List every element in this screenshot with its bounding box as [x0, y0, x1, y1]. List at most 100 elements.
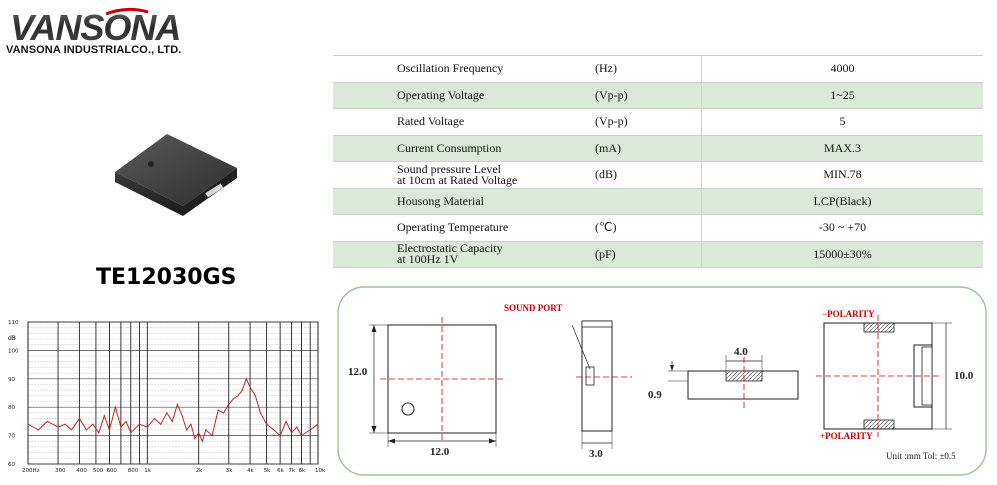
- spec-row: Current Consumption (mA) MAX.3: [333, 134, 983, 162]
- chart-x-tick-label: 400: [76, 468, 87, 474]
- chart-point: [317, 423, 319, 425]
- chart-point: [211, 435, 213, 437]
- spec-row: Electrostatic Capacity at 100Hz 1V (pF) …: [333, 240, 983, 268]
- chart-point: [57, 426, 59, 428]
- spec-row: Operating Voltage (Vp-p) 1~25: [333, 81, 983, 109]
- chart-x-tick-label: 3k: [226, 468, 233, 474]
- spec-name: Operating Temperature: [333, 214, 595, 241]
- chart-point: [285, 420, 287, 422]
- logo-svg: VANSONA: [10, 7, 181, 46]
- spec-unit: (dB): [595, 161, 702, 188]
- spec-unit: (pF): [595, 240, 702, 268]
- chart-point: [166, 412, 168, 414]
- chart-point: [259, 412, 261, 414]
- chart-point: [114, 406, 116, 408]
- dim-width: 12.0: [430, 446, 450, 458]
- spec-name: Housong Material: [333, 187, 595, 215]
- logo-swoosh: [105, 7, 149, 16]
- chart-x-tick-label: 1k: [144, 468, 151, 474]
- chart-point: [160, 423, 162, 425]
- spec-unit: (℃): [595, 214, 702, 241]
- chart-point: [108, 429, 110, 431]
- chart-point: [176, 403, 178, 405]
- chart-point: [125, 420, 127, 422]
- chart-point: [171, 420, 173, 422]
- spec-name: Operating Voltage: [333, 81, 595, 109]
- chart-x-tick-label: 7k: [289, 468, 296, 474]
- chart-point: [232, 398, 235, 400]
- chart-x-tick-label: 200Hz: [22, 468, 40, 474]
- chart-ylabel: dB: [8, 335, 16, 342]
- company-logo: VANSONA: [8, 6, 198, 62]
- spec-name: Oscillation Frequency: [333, 55, 595, 82]
- spec-value: LCP(Black): [701, 187, 983, 215]
- spec-name: Electrostatic Capacity at 100Hz 1V: [333, 240, 595, 268]
- chart-point: [78, 418, 80, 420]
- dim-port-width: 4.0: [734, 346, 748, 358]
- spec-row: Oscillation Frequency (Hz) 4000: [333, 55, 983, 82]
- chart-point: [186, 429, 188, 431]
- spec-unit: (Hz): [595, 55, 702, 82]
- sound-hole-marker: [401, 402, 415, 416]
- top-view: 12.0 12.0: [348, 317, 504, 458]
- chart-point: [249, 386, 251, 388]
- chart-point: [205, 429, 207, 431]
- chart-point: [245, 378, 247, 380]
- spec-value: 5: [701, 108, 983, 135]
- chart-point: [237, 395, 239, 397]
- chart-point: [146, 426, 148, 428]
- neg-polarity-label: −POLARITY: [822, 309, 875, 319]
- chart-point: [217, 409, 219, 411]
- chart-point: [296, 426, 298, 428]
- chart-point: [190, 423, 192, 425]
- chart-point: [201, 440, 203, 442]
- chart-point: [181, 415, 183, 417]
- chart-point: [254, 395, 256, 397]
- spec-value: -30 ~ +70: [701, 214, 983, 241]
- dim-right-height: 10.0: [954, 370, 974, 382]
- chart-point: [120, 426, 122, 428]
- chart-point: [103, 415, 105, 417]
- chart-point: [92, 423, 94, 425]
- chart-point: [71, 429, 73, 431]
- sound-port-label: SOUND PORT: [504, 303, 562, 313]
- tolerance-note: Unit :mm Tol: ±0.5: [886, 451, 956, 461]
- dim-depth: 3.0: [589, 448, 603, 460]
- chart-x-tick-label: 8k: [298, 468, 305, 474]
- spec-value: 1~25: [701, 81, 983, 109]
- spec-unit: (Vp-p): [595, 81, 702, 109]
- logo-text: VANSONA: [10, 7, 180, 46]
- spec-table: Oscillation Frequency (Hz) 4000 Operatin…: [333, 55, 983, 268]
- chart-point: [291, 432, 293, 434]
- chart-point: [153, 418, 155, 420]
- spec-unit: (Vp-p): [595, 108, 702, 135]
- chart-point: [138, 423, 141, 425]
- front-view: 4.0 0.9: [648, 346, 799, 409]
- chart-point: [46, 420, 49, 422]
- chart-point: [266, 423, 268, 425]
- chart-x-tick-label: 10k: [315, 468, 325, 474]
- chart-frame: [27, 321, 319, 465]
- dim-height: 12.0: [348, 366, 368, 378]
- chart-x-tick-label: 300: [55, 468, 66, 474]
- product-photo: [115, 134, 237, 216]
- chart-points: [27, 378, 319, 442]
- model-number: TE12030GS: [96, 265, 237, 290]
- spec-value: MAX.3: [701, 134, 983, 162]
- chart-x-tick-label: 800: [128, 468, 139, 474]
- chart-y-tick-label: 90: [8, 377, 15, 383]
- spec-unit: (mA): [595, 134, 702, 162]
- chart-point: [130, 432, 132, 434]
- chart-point: [223, 412, 225, 414]
- chart-x-tick-label: 500: [93, 468, 104, 474]
- bottom-view: 10.0 −POLARITY +POLARITY: [816, 309, 974, 441]
- spec-name: Current Consumption: [333, 134, 595, 162]
- chart-point: [85, 429, 87, 431]
- pos-polarity-label: +POLARITY: [820, 431, 873, 441]
- chart-x-tick-label: 6k: [277, 468, 284, 474]
- dimension-drawing: 12.0 12.0 SOUND PORT 3.0 4.0: [337, 286, 987, 476]
- spec-row: Rated Voltage (Vp-p) 5: [333, 108, 983, 135]
- spec-value: 4000: [701, 55, 983, 82]
